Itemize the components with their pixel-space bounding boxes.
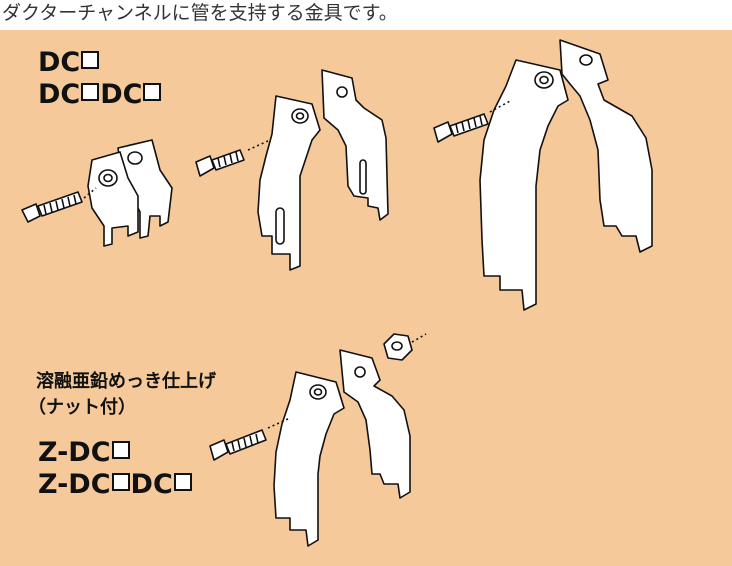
small-clamp-illustration (21, 139, 173, 247)
size-placeholder-box (81, 83, 100, 101)
finish-label: 溶融亜鉛めっき仕上げ (36, 371, 216, 392)
size-placeholder-box (111, 441, 130, 459)
model-label-z-dc: Z-DC (38, 438, 131, 468)
medium-clamp-illustration (195, 69, 389, 271)
size-placeholder-box (173, 473, 192, 491)
large-clamp-illustration (433, 39, 653, 311)
size-placeholder-box (143, 83, 162, 101)
size-placeholder-box (81, 51, 100, 69)
nut-note: （ナット付） (28, 397, 136, 418)
model-label-dc: DC (38, 48, 100, 78)
galvanized-clamp-illustration (209, 333, 427, 547)
description-caption: ダクターチャンネルに管を支持する金具です。 (2, 2, 398, 24)
size-placeholder-box (111, 473, 130, 491)
